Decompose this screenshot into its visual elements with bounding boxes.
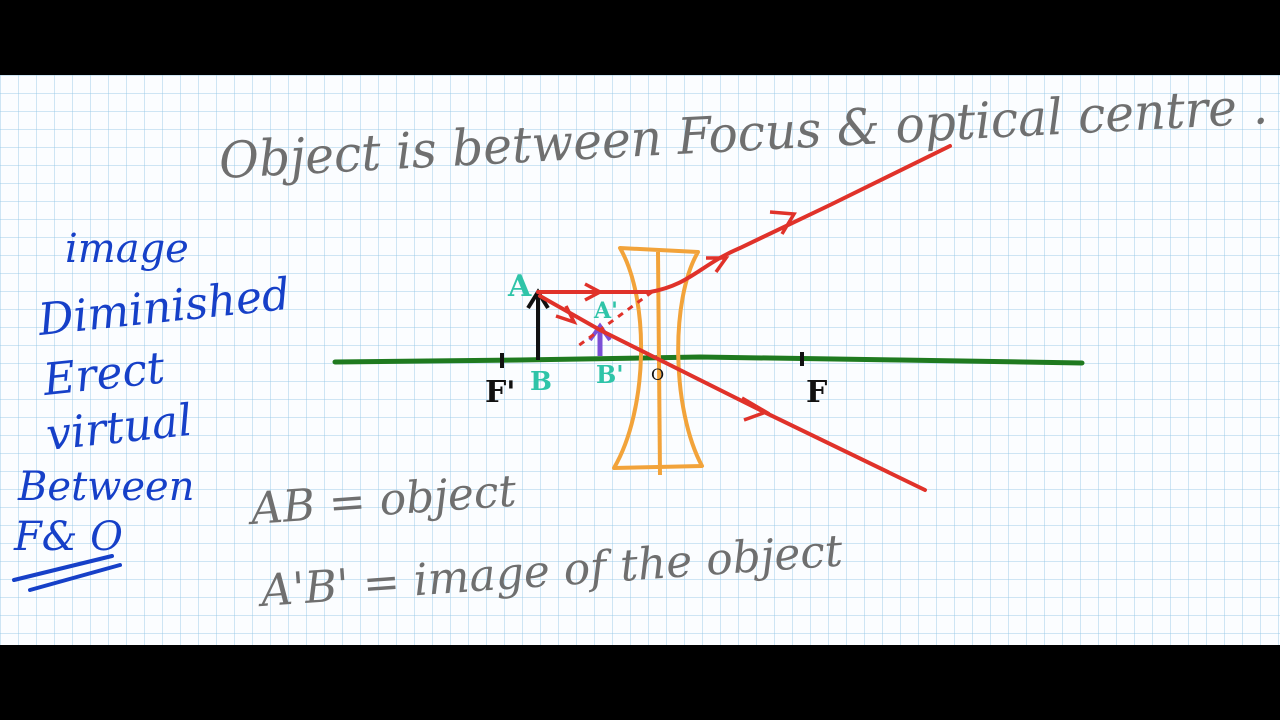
ray-through-centre [538,294,927,492]
ray-parallel-arrow-1 [584,282,604,302]
diagram-canvas: Object is between Focus & optical centre… [12,77,1270,617]
note-between: Between [17,464,194,510]
note-f-and-o: F& O [13,514,123,560]
lens-centre-line [656,251,662,476]
label-f-right: F [806,375,827,410]
grid-paper: Object is between Focus & optical centre… [0,75,1280,645]
ray-parallel-arrow-2 [769,210,797,235]
ray-parallel-arrow-3 [706,256,730,274]
legend-image: A'B' = image of the object [255,525,844,617]
ray-centre-arrow-2 [741,396,771,422]
label-a-prime: A' [593,298,618,324]
note-virtual: virtual [44,395,195,461]
label-o: O [651,365,664,384]
label-a: A [507,269,532,304]
note-image: image [65,226,189,272]
ray-extension-dashed [577,290,653,348]
label-b-prime: B' [596,360,624,389]
ray-centre-arrow-1 [555,305,578,325]
label-b: B [530,367,552,397]
ray-parallel [536,144,952,294]
side-notes: image Diminished Erect virtual Between F… [12,226,293,592]
legend-object: AB = object [245,466,518,536]
concave-lens [612,246,704,470]
note-underline [12,554,122,592]
label-f-left: F' [485,375,515,410]
principal-axis [332,354,1085,366]
note-diminished: Diminished [35,269,293,346]
page-title: Object is between Focus & optical centre… [218,77,1270,190]
note-erect: Erect [40,342,167,406]
